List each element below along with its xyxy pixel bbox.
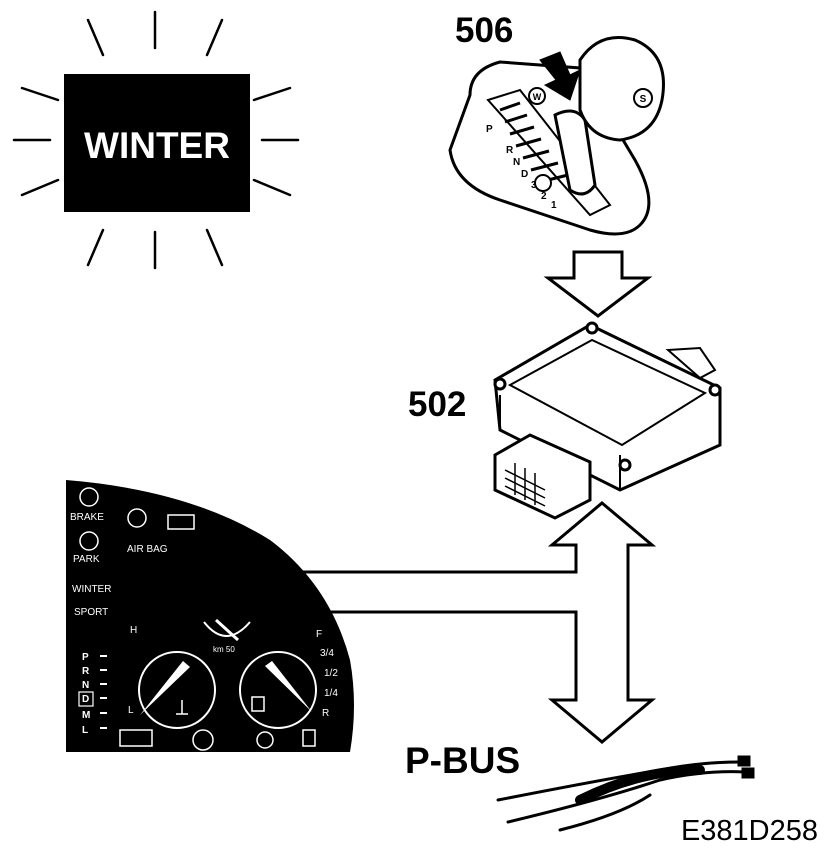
cluster-bottom-icons <box>119 696 316 751</box>
coolant-icon <box>176 700 188 715</box>
control-module <box>493 321 722 520</box>
module-connector-plug <box>493 433 592 520</box>
check-engine-icon <box>119 729 153 747</box>
fuel-three-quarter-label: 3/4 <box>320 648 334 659</box>
brake-lamp-icon <box>79 487 99 507</box>
instrument-cluster: BRAKE PARK AIR BAG WINTER SPORT P R N D … <box>66 480 354 752</box>
speed-unit-label: km 50 <box>213 645 235 654</box>
temp-low-label: L <box>128 705 134 716</box>
abs-lamp-icon <box>127 508 147 528</box>
cluster-gear-letter: L <box>82 725 88 736</box>
sport-indicator-label: SPORT <box>74 607 108 618</box>
winter-button[interactable] <box>528 87 546 105</box>
cluster-face <box>66 480 354 752</box>
fuel-pump-icon <box>302 729 316 747</box>
fuel-full-label: F <box>316 629 322 640</box>
module-connector-rear <box>665 346 717 380</box>
sport-button[interactable] <box>633 88 653 108</box>
temp-high-label: H <box>130 625 137 636</box>
fuel-half-label: 1/2 <box>324 668 338 679</box>
gear-letter: 3 <box>531 180 537 191</box>
speedometer-fragment: km 50 <box>203 618 251 654</box>
gear-letter: 1 <box>551 200 557 211</box>
traction-icon <box>192 729 214 751</box>
lamp-rays <box>12 10 300 270</box>
selector-knob <box>578 36 665 142</box>
callout-502: 502 <box>408 385 466 424</box>
park-lamp-icon <box>79 531 99 551</box>
selector-gear-letters: P R N D 3 2 1 <box>486 124 557 211</box>
callout-506: 506 <box>455 11 513 50</box>
fuel-needle <box>265 661 312 712</box>
gear-selector: S W <box>448 36 665 236</box>
figure-code: E381D258 <box>681 815 818 847</box>
winter-lamp: WINTER <box>12 10 300 270</box>
cluster-warning-lamps <box>79 487 195 551</box>
harness-wire <box>558 793 652 832</box>
lamp-panel <box>64 74 250 212</box>
press-arrow <box>539 51 581 101</box>
temperature-gauge: H L <box>128 625 216 729</box>
fuel-gauge: F 3/4 1/2 1/4 R <box>239 629 338 729</box>
cluster-gear-letter: D <box>82 694 89 705</box>
fuel-quarter-label: 1/4 <box>324 688 338 699</box>
cluster-gear-letter: R <box>82 666 90 677</box>
pbus-harness <box>496 755 755 832</box>
gear-letter: P <box>486 124 493 135</box>
fuel-reserve-label: R <box>322 708 329 719</box>
headlamp-icon <box>256 731 274 749</box>
mounting-hole <box>708 383 722 397</box>
winter-button-label: W <box>533 92 542 102</box>
winter-indicator-label: WINTER <box>72 584 111 595</box>
cluster-gear-letter: P <box>82 652 89 663</box>
gate-detents <box>499 101 569 184</box>
harness-wire <box>506 770 747 824</box>
selector-lever <box>553 109 597 196</box>
brake-label: BRAKE <box>70 512 104 523</box>
gear-letter: R <box>506 145 514 156</box>
cluster-gear-letter: M <box>82 710 90 721</box>
connector-pins <box>504 463 546 507</box>
harness-wire-end <box>741 767 755 779</box>
fuel-gauge-pump-icon <box>251 696 265 712</box>
airbag-label: AIR BAG <box>127 544 168 555</box>
lamp-label: WINTER <box>84 125 230 166</box>
harness-wire-end <box>737 755 751 767</box>
sport-button-label: S <box>640 94 647 105</box>
harness-wire-bundle <box>575 765 705 805</box>
gear-letter: 2 <box>541 191 547 202</box>
park-label: PARK <box>73 554 100 565</box>
cluster-gear-letter: N <box>82 680 89 691</box>
module-bus-double-arrow <box>125 501 657 744</box>
selector-to-module-arrow <box>543 250 653 318</box>
mode-button[interactable] <box>534 174 552 192</box>
gear-ticks <box>100 655 107 729</box>
gear-letter: N <box>513 157 520 168</box>
module-top <box>507 338 708 447</box>
gear-letter: D <box>521 169 528 180</box>
pbus-label: P-BUS <box>405 740 520 781</box>
mounting-hole <box>618 458 632 472</box>
module-side-edge <box>499 395 721 490</box>
battery-lamp-icon <box>167 514 195 530</box>
temperature-needle <box>140 661 190 715</box>
selected-gear-frame <box>78 691 94 707</box>
mounting-hole <box>585 321 599 335</box>
mounting-hole <box>493 377 507 391</box>
